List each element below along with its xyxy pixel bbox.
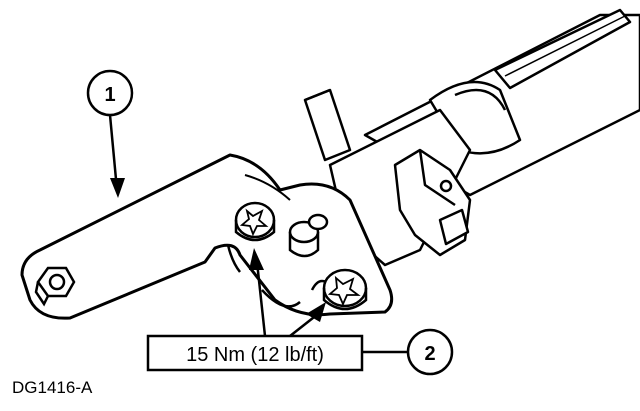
torque-spec-text: 15 Nm (12 lb/ft) [186, 344, 324, 366]
lever-bracket [20, 153, 394, 320]
column-clamp [393, 148, 472, 257]
callout-1-leader [108, 114, 119, 191]
callout-2-circle [406, 328, 454, 376]
callout-2-number: 2 [424, 343, 435, 365]
lever-nut [34, 266, 76, 307]
center-stud [288, 213, 329, 258]
callout-1-number: 1 [104, 84, 115, 106]
rotation-arrows [226, 244, 327, 308]
torque-spec-box [146, 334, 364, 372]
upper-star-bolt [234, 201, 276, 242]
callout-2-leaders [249, 248, 408, 354]
figure-id: DG1416-A [12, 378, 93, 397]
torque-spec-label: 15 Nm (12 lb/ft) [146, 334, 364, 372]
callout-2: 2 [406, 328, 454, 376]
callout-1-arrowhead [110, 178, 125, 198]
callout-1: 1 [86, 69, 134, 198]
lower-star-bolt [322, 268, 368, 311]
